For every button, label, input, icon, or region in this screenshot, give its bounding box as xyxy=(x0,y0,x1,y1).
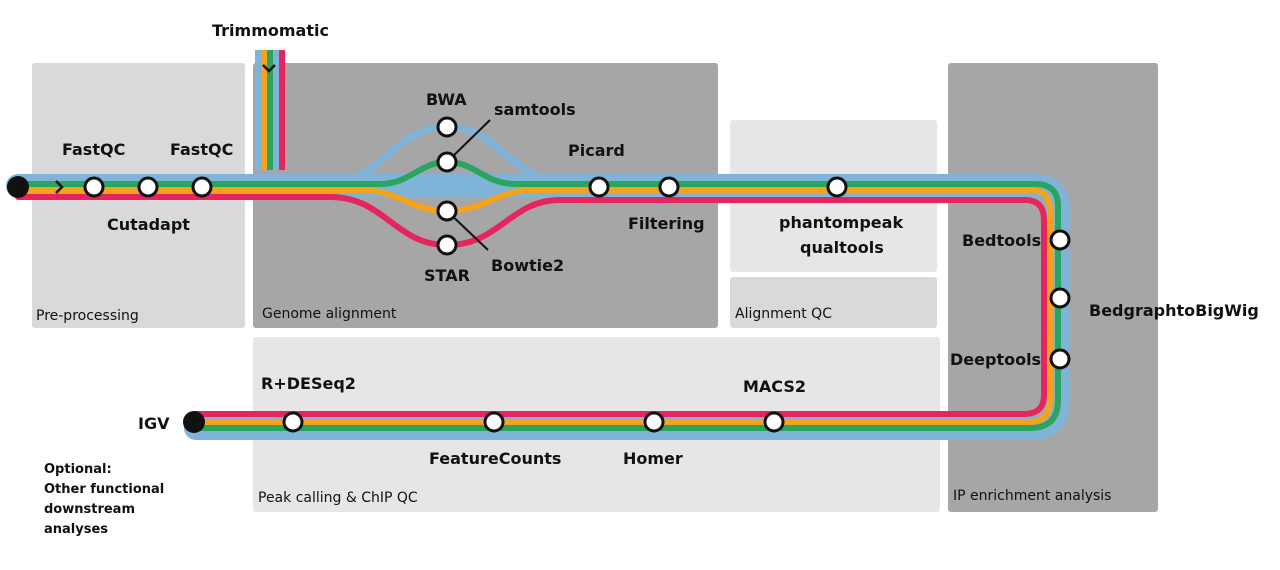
tool-label-bwa: BWA xyxy=(426,90,467,109)
tool-label-cutadapt: Cutadapt xyxy=(107,215,190,234)
end-terminus-icon xyxy=(183,411,205,433)
station-node-icon xyxy=(83,176,105,198)
note-optional-line4: analyses xyxy=(44,522,108,537)
tool-label-trimmomatic: Trimmomatic xyxy=(212,21,329,40)
tool-label-igv: IGV xyxy=(138,414,170,433)
tool-label-bedgraphtobigwig: BedgraphtoBigWig xyxy=(1089,301,1259,320)
start-terminus-icon xyxy=(7,176,29,198)
region-label-alignment-qc: Alignment QC xyxy=(735,306,832,322)
region-label-preprocessing: Pre-processing xyxy=(36,308,139,324)
tool-label-featurecounts: FeatureCounts xyxy=(429,449,561,468)
tool-label-fastqc-1: FastQC xyxy=(62,140,125,159)
tool-label-deeptools: Deeptools xyxy=(950,350,1041,369)
station-node-icon xyxy=(1049,287,1071,309)
region-label-ip-enrichment: IP enrichment analysis xyxy=(953,488,1111,504)
tool-label-star: STAR xyxy=(424,266,470,285)
green-line xyxy=(15,159,1061,431)
direction-chevron-icon xyxy=(262,64,276,73)
note-optional-line1: Optional: xyxy=(44,462,112,477)
station-node-icon xyxy=(763,411,785,433)
station-node-icon xyxy=(436,151,458,173)
station-node-icon xyxy=(1049,229,1071,251)
station-node-icon xyxy=(436,116,458,138)
tool-label-phantompeak: phantompeak xyxy=(779,213,903,232)
region-alignment-qc-box xyxy=(730,277,937,328)
station-node-icon xyxy=(436,234,458,256)
station-node-icon xyxy=(483,411,505,433)
region-label-genome-alignment: Genome alignment xyxy=(262,306,397,322)
station-node-icon xyxy=(436,200,458,222)
station-node-icon xyxy=(658,176,680,198)
tool-label-bowtie2: Bowtie2 xyxy=(491,256,564,275)
station-node-icon xyxy=(588,176,610,198)
tool-label-homer: Homer xyxy=(623,449,683,468)
tool-label-bedtools: Bedtools xyxy=(962,231,1041,250)
note-optional-line3: downstream xyxy=(44,502,135,517)
station-node-icon xyxy=(137,176,159,198)
red-line xyxy=(15,194,1047,417)
tool-label-fastqc-2: FastQC xyxy=(170,140,233,159)
station-node-icon xyxy=(191,176,213,198)
tool-label-picard: Picard xyxy=(568,141,625,160)
station-node-icon xyxy=(1049,348,1071,370)
region-label-peak-calling: Peak calling & ChIP QC xyxy=(258,490,418,506)
tool-label-macs2: MACS2 xyxy=(743,377,806,396)
tool-label-r-deseq2: R+DESeq2 xyxy=(261,374,356,393)
trimmomatic-branch xyxy=(255,50,285,170)
note-optional-line2: Other functional xyxy=(44,482,164,497)
tool-label-filtering: Filtering xyxy=(628,214,705,233)
station-node-icon xyxy=(282,411,304,433)
tool-label-samtools: samtools xyxy=(494,100,576,119)
tool-label-qualtools: qualtools xyxy=(800,238,884,257)
direction-chevron-icon xyxy=(55,180,64,194)
station-node-icon xyxy=(826,176,848,198)
station-nodes xyxy=(83,116,1071,433)
orange-line xyxy=(15,187,1053,425)
region-boxes xyxy=(32,63,1158,512)
station-node-icon xyxy=(643,411,665,433)
